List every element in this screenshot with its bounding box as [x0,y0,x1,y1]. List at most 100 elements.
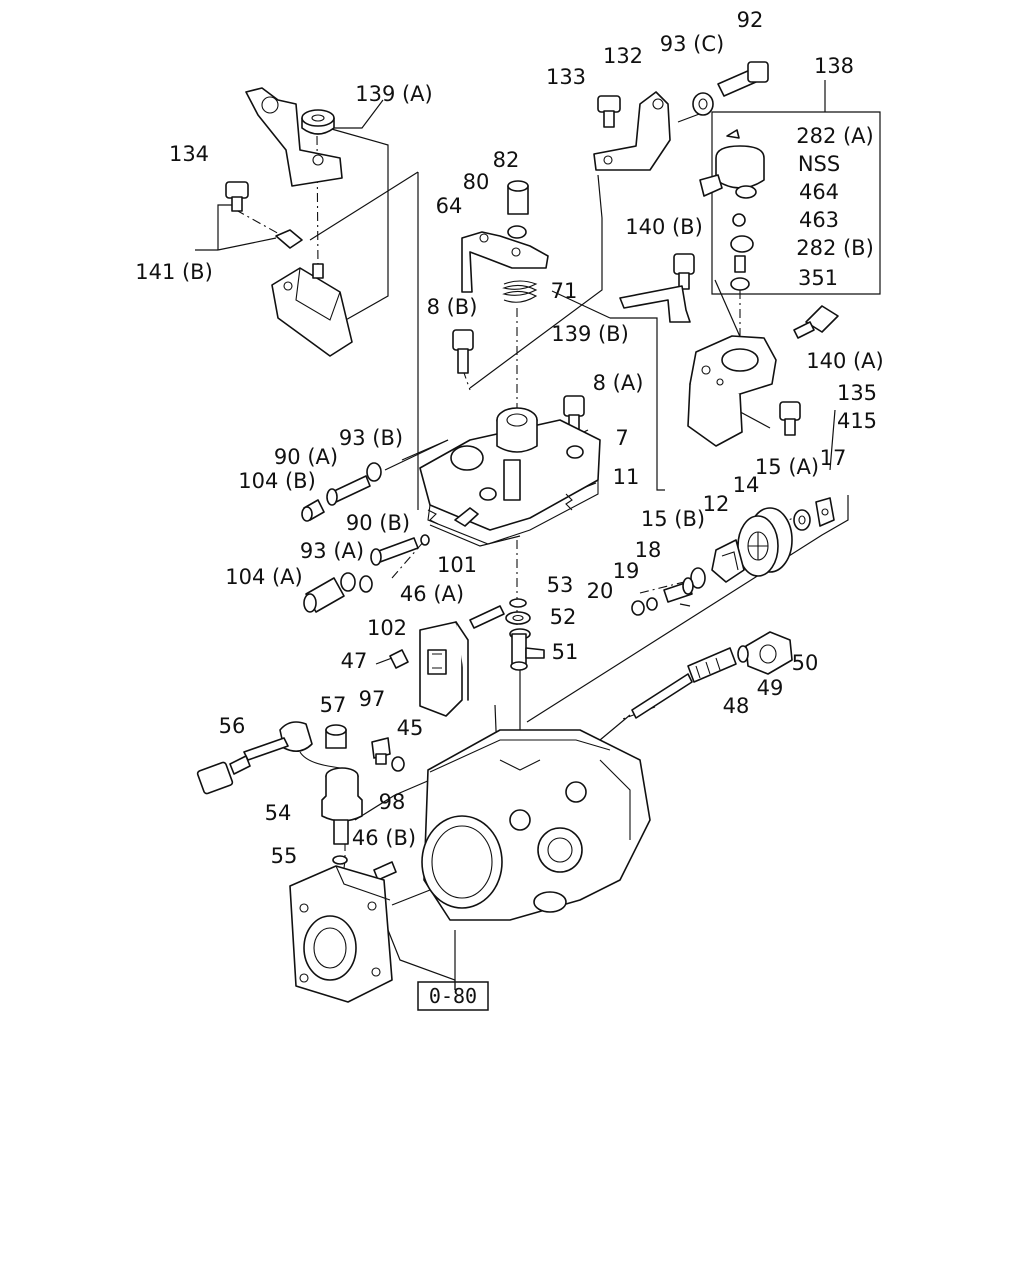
part-labels: 92 93 (C) 132 133 138 139 (A) 134 282 (A… [135,8,884,868]
part-label: 45 [397,716,424,740]
part-label: 15 (A) [755,455,819,479]
cap-104b [301,499,325,522]
washer-102 [359,575,373,593]
oring-55 [332,855,348,865]
oring-101 [420,534,430,546]
part-label: 282 (B) [796,236,874,260]
oring-20 [631,600,645,616]
part-label: 282 (A) [796,124,874,148]
clip-19 [646,597,658,611]
washer-52 [505,611,531,625]
screw-97 [371,737,391,765]
part-label: 51 [552,640,579,664]
part-label: 49 [757,676,784,700]
lever-45 [419,621,469,717]
part-label: 82 [493,148,520,172]
pin-18 [663,577,694,603]
sensor-nss-138 [699,129,765,291]
lever-bracket-134 [245,87,343,187]
part-label: 80 [463,170,490,194]
sensor-56 [196,721,341,795]
spacer-82 [507,180,529,215]
part-label: 64 [436,194,463,218]
lever-64 [461,231,549,293]
part-label: 11 [613,465,640,489]
screw-47 [375,649,409,669]
part-label: 93 (A) [300,539,364,563]
part-label: 93 (B) [339,426,403,450]
bolt-141b [225,181,324,279]
bracket-139a [271,267,353,357]
screw-46b [373,861,397,881]
part-label: 104 (A) [225,565,303,589]
part-label: 8 (B) [427,295,478,319]
gasket-11 [427,493,573,525]
part-label: 14 [733,473,760,497]
pump-housing [421,729,651,921]
bolt-8b [452,329,474,374]
part-label: 48 [723,694,750,718]
gear-14 [737,507,793,577]
part-label: 140 (B) [625,215,703,239]
part-label: 19 [613,559,640,583]
part-label: 141 (B) [135,260,213,284]
oring-53 [509,598,527,608]
reference-box [417,981,489,1011]
part-label: 56 [219,714,246,738]
part-label: 139 (B) [551,322,629,346]
screw-46a [469,605,505,629]
governor-cover-7 [419,407,601,545]
part-label: 132 [603,44,643,68]
part-label: 90 (A) [274,445,338,469]
part-label: 50 [792,651,819,675]
part-label: 20 [587,579,614,603]
part-label: 135 [837,381,877,405]
part-label: 140 (A) [806,349,884,373]
part-label: 139 (A) [355,82,433,106]
part-label: 90 (B) [346,511,410,535]
washer-98 [391,756,405,772]
valve-51 [509,628,545,671]
part-label: 104 (B) [238,469,316,493]
part-label: 55 [271,844,298,868]
nut [301,109,335,135]
part-label: 98 [379,790,406,814]
part-label: 8 (A) [593,371,644,395]
spring-71 [502,280,538,303]
part-label: 463 [799,208,839,232]
part-label: 92 [737,8,764,32]
key-17 [815,497,835,527]
part-label: 18 [635,538,662,562]
part-label: 102 [367,616,407,640]
part-label: 415 [837,409,877,433]
bracket-135 [687,335,777,447]
bolt-92 [717,61,769,97]
part-label: 101 [437,553,477,577]
weight-12 [711,539,745,583]
part-label: 46 (B) [352,826,416,850]
nut-57 [325,724,347,749]
screw-90a [326,475,371,506]
flange [289,865,393,1003]
bolt-140b [673,253,695,290]
part-label: 351 [798,266,838,290]
part-label: 47 [341,649,368,673]
nut-93b [366,462,382,482]
bolt-140a [793,305,839,339]
part-label: 97 [359,687,386,711]
part-label: 93 (C) [660,32,724,56]
bracket-139b [619,285,691,323]
bolt-415 [779,401,801,436]
screw-90b [370,537,419,566]
cap-104a [303,577,345,613]
part-label: 134 [169,142,209,166]
washer-15a [793,509,811,531]
washer-49 [737,645,749,663]
part-label: 7 [615,426,628,450]
part-label: NSS [798,152,840,176]
washer-80 [507,225,527,239]
washer-93c [692,92,714,116]
part-label: 71 [551,279,578,303]
part-label: 138 [814,54,854,78]
